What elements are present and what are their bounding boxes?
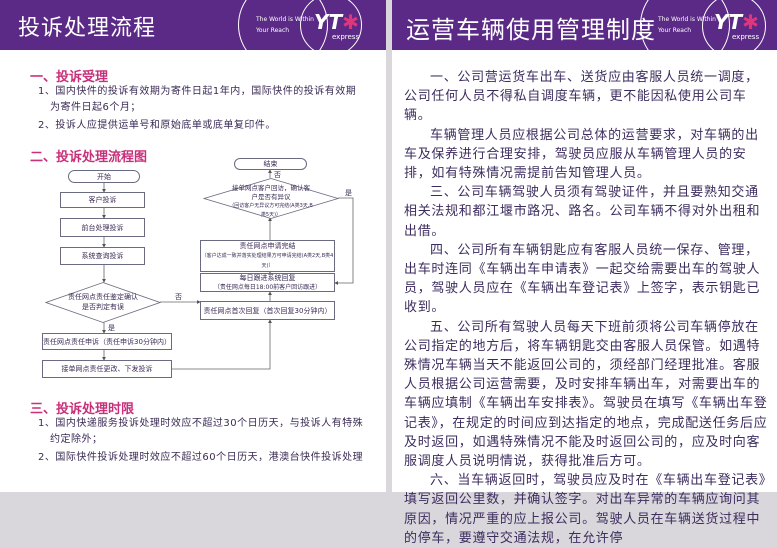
- section-heading: 一、投诉受理: [30, 70, 109, 85]
- decision-label: 责任网点责任鉴定确认是否判定有误: [68, 293, 138, 311]
- flow-step: 责任网点首次回复（首次回复30分钟内）: [200, 301, 335, 320]
- logo-subtext: express: [732, 33, 760, 41]
- paragraph: 六、当车辆返回时，驾驶员应及时在《车辆出车登记表》填写返回公里数，并确认签字。对…: [404, 473, 767, 546]
- decor-ring: [300, 0, 362, 50]
- yto-logo: YT✱: [314, 10, 359, 34]
- flow-start: 开始: [68, 170, 140, 183]
- flowchart-connectors: [102, 169, 354, 370]
- paragraph: 三、公司车辆驾驶人员须有驾驶证件，并且要熟知交通相关法规和都江堰市路况、路名。公…: [404, 185, 761, 239]
- list-item: 2、投诉人应提供运单号和原始底单或底单复印件。: [38, 120, 276, 131]
- paragraph: 车辆管理人员应根据公司总体的运营要求，对车辆的出车及保养进行合理安排，驾驶员应服…: [404, 127, 759, 182]
- section-heading: 二、投诉处理流程图: [30, 150, 148, 165]
- flow-step: 前台处理投诉: [60, 218, 145, 237]
- paragraph: 四、公司所有车辆钥匙应有客服人员统一保存、管理，出车时连同《车辆出车申请表》一起…: [404, 242, 761, 316]
- list-item: 1、国内快递服务投诉处理时效应不超过30个日历天，与投诉人有特殊约定除外；: [38, 418, 364, 445]
- flow-decision: [203, 178, 339, 219]
- logo-subtext: express: [332, 33, 360, 41]
- flow-step: 系统查询投诉: [60, 247, 145, 265]
- list-item: 1、国内快件的投诉有效期为寄件日起1年内，国际快件的投诉有效期为寄件日起6个月；: [38, 86, 357, 113]
- paragraph: 五、公司所有驾驶人员每天下班前须将公司车辆停放在公司指定的地方后，将车辆钥匙交由…: [404, 319, 768, 470]
- regulation-text: 一、公司营运货车出车、送货应由客服人员统一调度，公司任何人员不得私自调度车辆，更…: [404, 68, 768, 548]
- yes-label: 是: [108, 324, 115, 332]
- list-item: 2、国际快件投诉处理时效应不超过60个日历天，港澳台快件投诉处理: [38, 452, 364, 463]
- yto-logo: YT✱: [714, 10, 759, 34]
- poster-title: 运营车辆使用管理制度: [406, 16, 656, 44]
- decision-label: 接单网点客户回访，确认客户是否有异议（回访客户无异议方可完结(A类3天,B类5天…: [229, 184, 313, 218]
- poster-title: 投诉处理流程: [18, 16, 157, 41]
- no-label: 否: [274, 171, 281, 179]
- section-heading: 三、投诉处理时限: [30, 402, 135, 417]
- flow-end: 结束: [234, 158, 307, 170]
- flow-step: 责任网点申请完结（客户达成一致并落实处理结果方可申请完结(A类2天,B类4天)）: [200, 240, 335, 272]
- flow-step: 客户投诉: [60, 192, 145, 208]
- flow-step: 接单网点责任更改、下发投诉: [42, 360, 172, 378]
- flow-step: 每日跟进系统回复（责任网点每日18:00前客户回访跟进）: [200, 273, 335, 292]
- no-label: 否: [175, 293, 182, 301]
- flow-decision: [45, 282, 161, 323]
- decor-ring: [702, 0, 766, 50]
- yes-label: 是: [345, 189, 352, 197]
- flow-step: 责任网点责任申诉（责任申诉30分钟内）: [42, 333, 172, 350]
- paragraph: 一、公司营运货车出车、送货应由客服人员统一调度，公司任何人员不得私自调度车辆，更…: [404, 70, 759, 124]
